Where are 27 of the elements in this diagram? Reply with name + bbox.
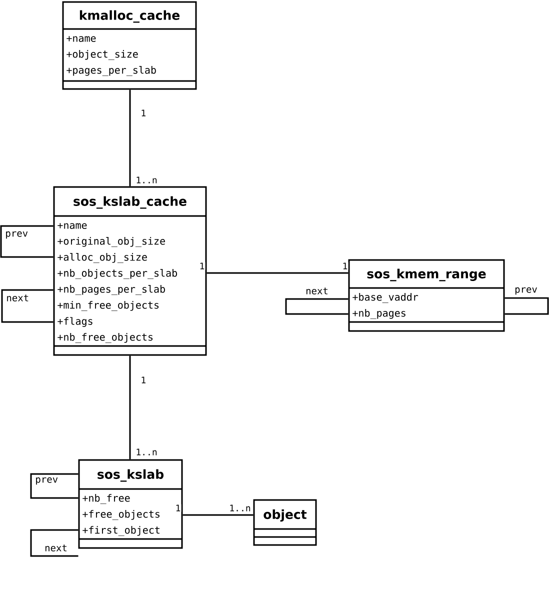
self-loop-line — [1, 289, 54, 323]
multiplicity-label: 1 — [342, 262, 348, 270]
multiplicity-label: 1..n — [135, 176, 158, 184]
edge-label: prev — [34, 476, 60, 486]
association-line — [129, 356, 131, 460]
multiplicity-label: 1..n — [228, 504, 252, 512]
association-line — [182, 514, 254, 516]
multiplicity-label: 1..n — [135, 448, 158, 456]
class-box: kmalloc_cache +name +object_size +pages_per_slab — [62, 1, 197, 90]
multiplicity-label: 1 — [140, 109, 147, 117]
edge-label: prev — [514, 286, 538, 296]
multiplicity-label: 1 — [174, 504, 182, 512]
edge-label: next — [304, 286, 330, 296]
association-line — [206, 272, 348, 274]
association-line — [129, 90, 131, 186]
self-loop-line — [285, 298, 348, 315]
class-box: sos_kmem_range +base_vaddr +nb_pages — [348, 259, 505, 332]
self-loop-line — [30, 473, 78, 499]
multiplicity-label: 1 — [198, 262, 206, 270]
self-loop-line — [504, 297, 549, 315]
edge-label: next — [44, 544, 68, 552]
multiplicity-label: 1 — [140, 376, 147, 384]
self-loop-line — [30, 529, 78, 557]
class-box: object — [253, 499, 317, 546]
self-loop-line — [0, 225, 54, 258]
edge-label: next — [5, 294, 30, 302]
edge-label: prev — [4, 230, 30, 240]
